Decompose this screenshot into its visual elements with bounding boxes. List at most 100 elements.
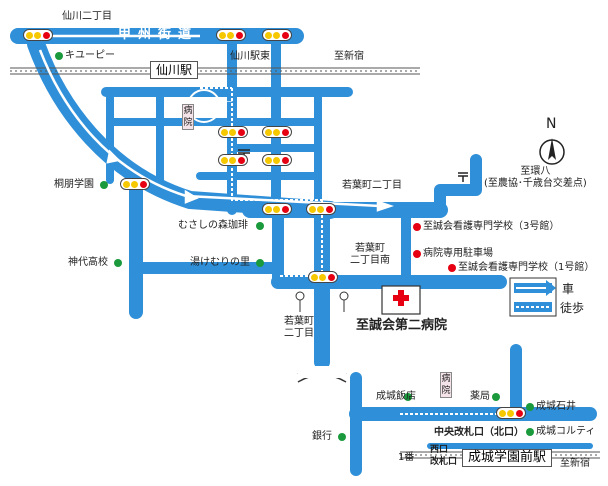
traffic-signal-icon: [306, 203, 336, 215]
signal-lamp: [229, 128, 237, 136]
signal-lamp: [273, 205, 281, 213]
signal-lamp: [317, 205, 325, 213]
signal-lamp: [282, 128, 290, 136]
intersection-wakabacho-2chome-minami: 若葉町 二丁目南: [350, 243, 390, 266]
station-seijo-gakuen-mae: 成城学園前駅: [462, 449, 553, 467]
bus-stop-icons: [295, 291, 349, 312]
landmark-red-dot: [413, 223, 421, 231]
signal-lamp: [282, 205, 290, 213]
traffic-signal-icon: [218, 126, 248, 138]
landmark-green-dot: [100, 181, 108, 189]
hospital-seijo-icon: 病院: [440, 372, 452, 398]
landmark-green-dot: [55, 52, 63, 60]
legend-walk: 徒歩: [560, 301, 585, 315]
signal-lamp: [122, 180, 130, 188]
rotary-label: ロータリー: [198, 98, 233, 106]
landmark-school1: 至誠会看護専門学校（1号館）: [458, 262, 595, 273]
intersection-sengawa-2chome: 仙川二丁目: [62, 11, 112, 22]
landmark-toho-gakuen: 桐朋学園: [54, 179, 94, 190]
landmark-green-dot: [338, 433, 346, 441]
traffic-signal-icon: [262, 203, 292, 215]
bus-stop-wakabacho: 若葉町 二丁目: [284, 316, 314, 339]
landmark-ginko: 銀行: [312, 431, 332, 442]
hospital-building-icon: [381, 285, 421, 315]
direction-to-shinjuku-top: 至新宿: [334, 51, 364, 62]
landmark-yukemuri: 湯けむりの里: [190, 257, 250, 268]
traffic-signal-icon: [262, 154, 292, 166]
car-route: [30, 34, 394, 212]
traffic-signal-icon: [262, 29, 292, 41]
traffic-signal-icon: [308, 271, 338, 283]
signal-lamp: [264, 156, 272, 164]
landmark-yakkyoku: 薬局: [470, 391, 490, 402]
road-label-koshu-kaido: 甲州街道: [118, 27, 199, 42]
signal-lamp: [507, 409, 515, 417]
signal-lamp: [310, 273, 318, 281]
landmark-green-dot: [256, 259, 264, 267]
landmark-seijo-ishii: 成城石井: [536, 401, 576, 412]
signal-lamp: [264, 31, 272, 39]
landmark-green-dot: [256, 222, 264, 230]
station-sengawa: 仙川駅: [150, 61, 199, 79]
landmark-red-dot: [413, 250, 421, 258]
signal-lamp: [326, 205, 334, 213]
landmark-red-dot: [448, 264, 456, 272]
landmark-seijo-hanten: 成城飯店: [376, 391, 416, 402]
landmark-seijo-corty: 成城コルティ: [536, 426, 596, 437]
intersection-wakabacho-2chome: 若葉町二丁目: [342, 180, 402, 191]
landmark-green-dot: [404, 393, 412, 401]
hospital-name: 至誠会第二病院: [356, 318, 448, 333]
signal-lamp: [131, 180, 139, 188]
hospital-small-icon: 病院: [182, 104, 194, 130]
station-exit-west: 西口 改札口: [430, 445, 458, 467]
signal-lamp: [43, 31, 51, 39]
railways: [10, 67, 600, 459]
station-exit-west-number: 1番: [398, 452, 415, 463]
traffic-signal-icon: [23, 29, 53, 41]
signal-lamp: [140, 180, 148, 188]
signal-lamp: [218, 31, 226, 39]
road-to-kanpachi: [434, 154, 482, 216]
signal-lamp: [273, 128, 281, 136]
landmark-musashi-coffee: むさしの森珈琲: [178, 220, 248, 231]
signal-lamp: [238, 156, 246, 164]
traffic-signal-icon: [216, 29, 246, 41]
direction-to-kanpachi: 至環八 (至農協･千歳台交差点): [484, 166, 587, 189]
signal-lamp: [220, 156, 228, 164]
traffic-signal-icon: [496, 407, 526, 419]
signal-lamp: [264, 128, 272, 136]
signal-lamp: [498, 409, 506, 417]
signal-lamp: [516, 409, 524, 417]
traffic-signal-icon: [218, 154, 248, 166]
landmark-kanda-koko: 神代高校: [68, 257, 108, 268]
landmark-green-dot: [526, 428, 534, 436]
landmark-kewpie: キユーピー: [65, 50, 115, 61]
signal-lamp: [238, 128, 246, 136]
signal-lamp: [273, 156, 281, 164]
legend-box: [509, 277, 557, 317]
compass-icon: [539, 138, 565, 165]
traffic-signal-icon: [120, 178, 150, 190]
landmark-green-dot: [114, 259, 122, 267]
signal-lamp: [236, 31, 244, 39]
signal-lamp: [229, 156, 237, 164]
signal-lamp: [34, 31, 42, 39]
signal-lamp: [319, 273, 327, 281]
signal-lamp: [328, 273, 336, 281]
direction-to-shinjuku-bottom: 至新宿: [560, 458, 590, 469]
signal-lamp: [227, 31, 235, 39]
traffic-signal-icon: [262, 126, 292, 138]
signal-lamp: [25, 31, 33, 39]
signal-lamp: [264, 205, 272, 213]
signal-lamp: [308, 205, 316, 213]
station-exit-central-north: 中央改札口（北口）: [434, 427, 524, 438]
legend-car: 車: [562, 282, 575, 296]
landmark-green-dot: [492, 393, 500, 401]
signal-lamp: [282, 156, 290, 164]
intersection-sengawa-eki-higashi: 仙川駅東: [230, 51, 270, 62]
landmark-school3: 至誠会看護専門学校（3号館）: [423, 221, 560, 232]
compass-label: N: [546, 116, 557, 132]
signal-lamp: [273, 31, 281, 39]
signal-lamp: [282, 31, 290, 39]
